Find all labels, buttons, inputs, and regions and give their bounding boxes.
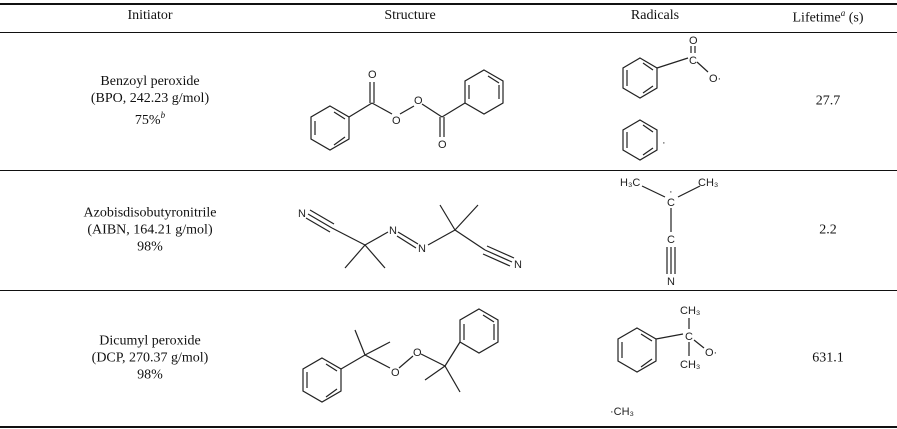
initiator-name: Dicumyl peroxide	[99, 333, 201, 349]
svg-text:C: C	[667, 234, 675, 246]
svg-text:CH₃: CH₃	[680, 305, 700, 317]
svg-text:O: O	[438, 139, 447, 151]
initiator-purity: 75%b	[91, 107, 209, 129]
svg-text:C: C	[685, 331, 693, 343]
svg-text:N: N	[389, 225, 397, 237]
svg-text:CH₃: CH₃	[698, 177, 718, 189]
row-divider	[0, 170, 897, 171]
svg-text:C: C	[667, 197, 675, 209]
svg-text:N: N	[298, 208, 306, 220]
svg-text:O·: O·	[705, 347, 717, 359]
svg-text:CH₃: CH₃	[680, 359, 700, 371]
svg-text:·: ·	[669, 186, 673, 198]
lifetime-value: 631.1	[812, 350, 844, 366]
lifetime-value: 27.7	[815, 93, 841, 109]
header-radicals: Radicals	[630, 8, 680, 23]
purity-value: 75%	[134, 112, 161, 128]
bpo-radicals: C O O· ·	[622, 35, 721, 161]
svg-text:N: N	[418, 243, 426, 255]
aibn-radical: H₃C CH₃ C · C N	[620, 177, 718, 288]
header-lifetime: Lifetimea (s)	[793, 8, 864, 27]
svg-text:·: ·	[662, 137, 666, 149]
initiator-name: Benzoyl peroxide	[100, 74, 200, 90]
initiator-purity: 98%	[137, 367, 163, 383]
top-rule	[0, 3, 897, 5]
bpo-structure: O O O O	[310, 69, 504, 151]
dcp-structure: O O	[302, 308, 499, 403]
initiator-detail: (AIBN, 164.21 g/mol)	[87, 222, 213, 238]
header-rule	[0, 32, 897, 33]
initiator-detail: (DCP, 270.37 g/mol)	[91, 350, 209, 366]
dcp-radicals: C CH₃ CH₃ O· ·CH₃	[610, 305, 717, 418]
svg-text:C: C	[689, 55, 697, 67]
svg-text:O: O	[413, 347, 422, 359]
footnote-marker: b	[160, 110, 166, 121]
svg-text:O: O	[392, 115, 401, 127]
initiator-cell: Dicumyl peroxide (DCP, 270.37 g/mol) 98%	[92, 333, 209, 384]
initiator-cell: Azobisdisobutyronitrile (AIBN, 164.21 g/…	[84, 205, 217, 256]
initiator-detail: (BPO, 242.23 g/mol)	[90, 91, 210, 107]
initiator-purity: 98%	[137, 239, 163, 255]
svg-text:N: N	[514, 259, 522, 271]
row-divider	[0, 290, 897, 291]
svg-text:·CH₃: ·CH₃	[610, 406, 634, 418]
svg-text:O·: O·	[709, 73, 721, 85]
footnote-marker: a	[840, 8, 846, 18]
initiator-cell: Benzoyl peroxide (BPO, 242.23 g/mol) 75%…	[91, 73, 209, 129]
header-initiator: Initiator	[127, 8, 173, 23]
header-structure: Structure	[384, 8, 436, 23]
svg-text:O: O	[391, 367, 400, 379]
svg-text:H₃C: H₃C	[620, 177, 640, 189]
lifetime-unit: (s)	[845, 10, 864, 26]
lifetime-label: Lifetime	[792, 10, 841, 26]
aibn-structure: N N N N	[298, 204, 522, 271]
svg-text:O: O	[689, 35, 698, 47]
lifetime-value: 2.2	[819, 222, 837, 238]
svg-text:O: O	[414, 95, 423, 107]
svg-text:O: O	[368, 69, 377, 81]
initiator-name: Azobisdisobutyronitrile	[83, 205, 217, 221]
bottom-rule	[0, 426, 897, 428]
svg-text:N: N	[667, 276, 675, 288]
